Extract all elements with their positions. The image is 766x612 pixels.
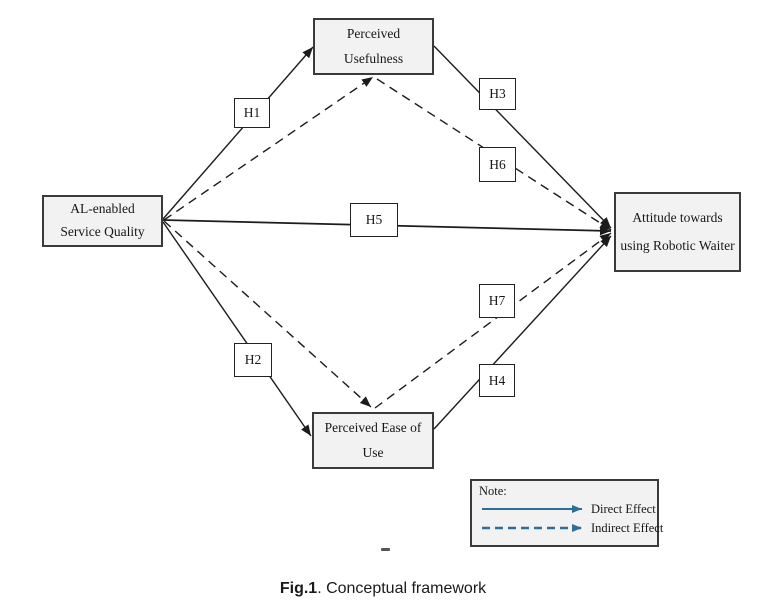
- h4-text: H4: [488, 372, 506, 388]
- legend-label-direct-effect: Direct Effect: [591, 501, 656, 516]
- node-text-line: Usefulness: [343, 50, 404, 66]
- node-text-line: Perceived: [346, 25, 401, 41]
- hypothesis-label-h1: H1: [234, 98, 270, 128]
- arrow-h4-peu-to-attitude: [433, 235, 612, 430]
- dashed-arrow-sq-to-peu: [163, 220, 372, 408]
- arrow-h2-sq-to-peu: [162, 221, 312, 437]
- caption-text: . Conceptual framework: [317, 580, 487, 597]
- h1-text: H1: [243, 105, 261, 120]
- hypothesis-label-h2: H2: [234, 343, 272, 377]
- dashed-arrow-sq-to-pu: [163, 76, 374, 221]
- arrow-h1-sq-to-pu: [162, 46, 314, 220]
- hypothesis-label-h7: H7: [479, 284, 515, 318]
- hypothesis-label-h3: H3: [479, 78, 516, 110]
- stray-dash-mark: [381, 548, 390, 551]
- legend-title: Note:: [479, 484, 507, 498]
- solid-arrow-icon: [482, 505, 582, 514]
- h6-text: H6: [489, 156, 506, 172]
- hypothesis-label-h6: H6: [479, 147, 516, 182]
- node-text-line: Perceived Ease of: [324, 419, 422, 435]
- node-perceived-ease-of-use: Perceived Ease of Use: [312, 412, 434, 469]
- node-text-line: Attitude towards: [632, 209, 723, 225]
- hypothesis-label-h4: H4: [479, 364, 515, 397]
- h7-text: H7: [488, 293, 506, 308]
- dashed-arrow-h7-peu-to-attitude: [374, 232, 612, 409]
- node-text-line: using Robotic Waiter: [620, 238, 735, 253]
- dashed-arrow-icon: [482, 524, 582, 533]
- node-text-line: Use: [362, 444, 384, 460]
- node-text-line: AL-enabled: [70, 201, 135, 217]
- legend-row-direct: Direct Effect: [479, 500, 656, 519]
- legend-row-indirect: Indirect Effect: [479, 519, 663, 538]
- h5-text: H5: [365, 212, 383, 227]
- h3-text: H3: [489, 86, 506, 101]
- figure-caption: Fig.1. Conceptual framework: [0, 580, 766, 598]
- legend-label-indirect-effect: Indirect Effect: [591, 520, 664, 535]
- hypothesis-label-h5: H5: [350, 203, 398, 237]
- node-perceived-usefulness: Perceived Usefulness: [313, 18, 434, 75]
- caption-figure-number: Fig.1: [279, 580, 318, 597]
- arrow-h3-pu-to-attitude: [433, 45, 612, 229]
- node-al-enabled-service-quality: AL-enabled Service Quality: [42, 195, 163, 247]
- h2-text: H2: [244, 352, 262, 367]
- node-text-line: Service Quality: [60, 224, 145, 239]
- node-attitude-towards-using-robotic-waiter: Attitude towards using Robotic Waiter: [614, 192, 741, 272]
- legend-box: Note: Direct Effect I: [470, 479, 663, 547]
